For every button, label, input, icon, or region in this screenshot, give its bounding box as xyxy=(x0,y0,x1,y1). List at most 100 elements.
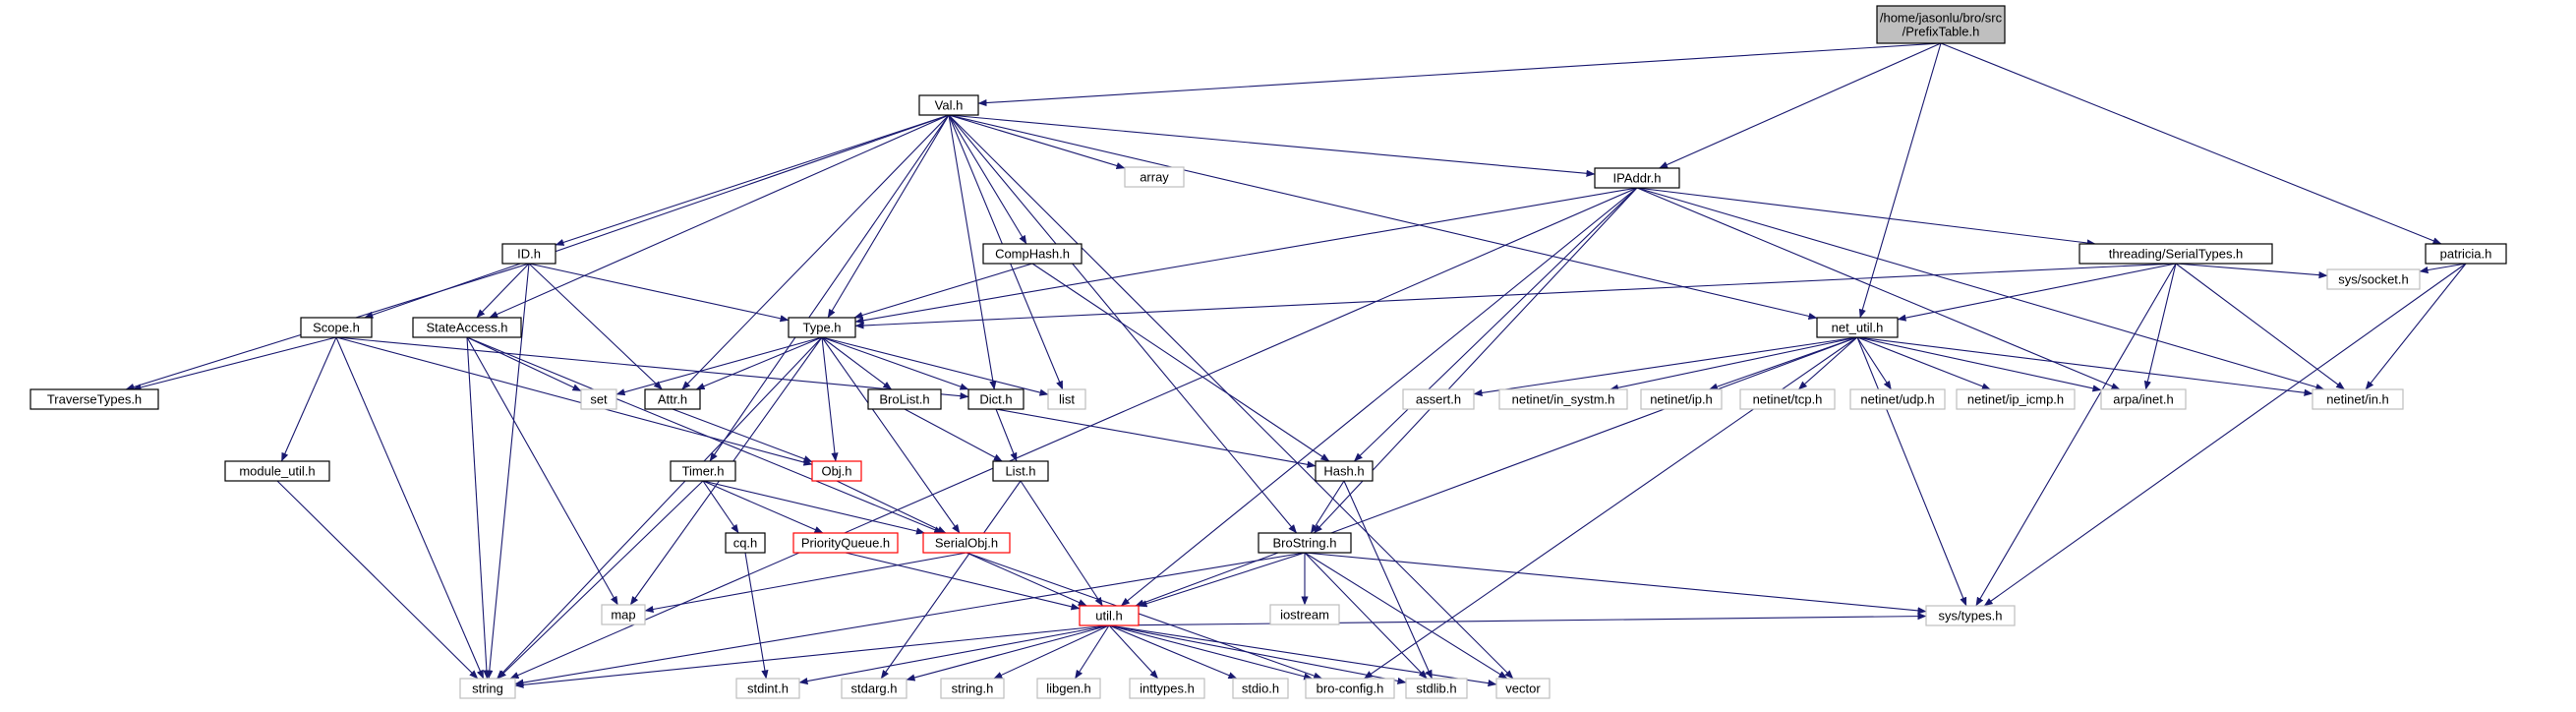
node-stringh[interactable]: string.h xyxy=(940,678,1005,699)
node-box-broconfig[interactable] xyxy=(1305,678,1395,699)
node-box-module[interactable] xyxy=(224,460,330,482)
node-box-serialtypes[interactable] xyxy=(2078,243,2273,265)
node-hash[interactable]: Hash.h xyxy=(1315,460,1374,482)
node-box-netin[interactable] xyxy=(2312,388,2404,410)
node-ip[interactable]: netinet/ip.h xyxy=(1640,388,1723,410)
node-box-in_systm[interactable] xyxy=(1498,388,1628,410)
node-box-udp[interactable] xyxy=(1849,388,1946,410)
node-brostring[interactable]: BroString.h xyxy=(1258,532,1352,554)
node-stateaccess[interactable]: StateAccess.h xyxy=(412,317,522,338)
node-box-iostream[interactable] xyxy=(1269,604,1340,625)
node-box-serialobj[interactable] xyxy=(922,532,1011,554)
node-val[interactable]: Val.h xyxy=(918,94,979,116)
node-box-prefix[interactable] xyxy=(1876,5,2006,44)
node-box-listh[interactable] xyxy=(992,460,1049,482)
node-box-map[interactable] xyxy=(601,604,646,625)
node-box-brostring[interactable] xyxy=(1258,532,1352,554)
node-iostream[interactable]: iostream xyxy=(1269,604,1340,625)
node-box-vector[interactable] xyxy=(1495,678,1551,699)
node-box-pq[interactable] xyxy=(792,532,899,554)
node-comphash[interactable]: CompHash.h xyxy=(982,243,1083,265)
node-box-assert[interactable] xyxy=(1402,388,1475,410)
node-box-scope[interactable] xyxy=(300,317,373,338)
node-box-cq[interactable] xyxy=(725,532,766,554)
node-box-libgen[interactable] xyxy=(1036,678,1101,699)
node-inttypes[interactable]: inttypes.h xyxy=(1129,678,1205,699)
node-arpa[interactable]: arpa/inet.h xyxy=(2100,388,2187,410)
node-obj[interactable]: Obj.h xyxy=(811,460,862,482)
node-box-patricia[interactable] xyxy=(2425,243,2507,265)
node-box-traverse[interactable] xyxy=(29,388,159,410)
node-box-stdio[interactable] xyxy=(1232,678,1289,699)
node-box-stdint[interactable] xyxy=(735,678,800,699)
node-prefix[interactable]: /home/jasonlu/bro/src/PrefixTable.h xyxy=(1876,5,2006,44)
node-syssocket[interactable]: sys/socket.h xyxy=(2326,268,2421,290)
node-pq[interactable]: PriorityQueue.h xyxy=(792,532,899,554)
node-box-arpa[interactable] xyxy=(2100,388,2187,410)
node-stdint[interactable]: stdint.h xyxy=(735,678,800,699)
node-timer[interactable]: Timer.h xyxy=(670,460,736,482)
node-box-syssocket[interactable] xyxy=(2326,268,2421,290)
node-box-tcp[interactable] xyxy=(1739,388,1836,410)
node-box-stdlib[interactable] xyxy=(1405,678,1468,699)
node-util[interactable]: util.h xyxy=(1079,605,1140,626)
node-in_systm[interactable]: netinet/in_systm.h xyxy=(1498,388,1628,410)
node-libgen[interactable]: libgen.h xyxy=(1036,678,1101,699)
node-patricia[interactable]: patricia.h xyxy=(2425,243,2507,265)
node-stdio[interactable]: stdio.h xyxy=(1232,678,1289,699)
node-listh[interactable]: List.h xyxy=(992,460,1049,482)
node-box-type[interactable] xyxy=(788,317,856,338)
node-attr[interactable]: Attr.h xyxy=(644,388,701,410)
node-serialobj[interactable]: SerialObj.h xyxy=(922,532,1011,554)
node-box-stringh[interactable] xyxy=(940,678,1005,699)
node-box-inttypes[interactable] xyxy=(1129,678,1205,699)
node-box-string[interactable] xyxy=(459,678,516,699)
node-module[interactable]: module_util.h xyxy=(224,460,330,482)
node-box-stdarg[interactable] xyxy=(841,678,907,699)
node-box-timer[interactable] xyxy=(670,460,736,482)
node-netutil[interactable]: net_util.h xyxy=(1816,317,1899,338)
node-netin[interactable]: netinet/in.h xyxy=(2312,388,2404,410)
node-box-list[interactable] xyxy=(1047,388,1086,410)
node-traverse[interactable]: TraverseTypes.h xyxy=(29,388,159,410)
node-udp[interactable]: netinet/udp.h xyxy=(1849,388,1946,410)
node-box-brolist[interactable] xyxy=(867,388,942,410)
node-box-util[interactable] xyxy=(1079,605,1140,626)
node-box-dict[interactable] xyxy=(967,388,1025,410)
node-tcp[interactable]: netinet/tcp.h xyxy=(1739,388,1836,410)
node-box-icmp[interactable] xyxy=(1956,388,2076,410)
node-box-comphash[interactable] xyxy=(982,243,1083,265)
node-box-ip[interactable] xyxy=(1640,388,1723,410)
node-box-obj[interactable] xyxy=(811,460,862,482)
node-cq[interactable]: cq.h xyxy=(725,532,766,554)
node-box-ipaddr[interactable] xyxy=(1594,167,1680,189)
node-box-attr[interactable] xyxy=(644,388,701,410)
node-stdlib[interactable]: stdlib.h xyxy=(1405,678,1468,699)
node-scope[interactable]: Scope.h xyxy=(300,317,373,338)
node-broconfig[interactable]: bro-config.h xyxy=(1305,678,1395,699)
node-list[interactable]: list xyxy=(1047,388,1086,410)
node-set[interactable]: set xyxy=(580,388,617,410)
node-array[interactable]: array xyxy=(1124,166,1185,188)
node-vector[interactable]: vector xyxy=(1495,678,1551,699)
node-systypes[interactable]: sys/types.h xyxy=(1925,605,2016,626)
node-assert[interactable]: assert.h xyxy=(1402,388,1475,410)
node-brolist[interactable]: BroList.h xyxy=(867,388,942,410)
node-box-set[interactable] xyxy=(580,388,617,410)
node-dict[interactable]: Dict.h xyxy=(967,388,1025,410)
node-box-netutil[interactable] xyxy=(1816,317,1899,338)
node-icmp[interactable]: netinet/ip_icmp.h xyxy=(1956,388,2076,410)
node-box-id[interactable] xyxy=(501,243,556,265)
node-ipaddr[interactable]: IPAddr.h xyxy=(1594,167,1680,189)
node-box-systypes[interactable] xyxy=(1925,605,2016,626)
node-string[interactable]: string xyxy=(459,678,516,699)
node-box-hash[interactable] xyxy=(1315,460,1374,482)
node-map[interactable]: map xyxy=(601,604,646,625)
node-box-val[interactable] xyxy=(918,94,979,116)
node-type[interactable]: Type.h xyxy=(788,317,856,338)
node-box-stateaccess[interactable] xyxy=(412,317,522,338)
node-serialtypes[interactable]: threading/SerialTypes.h xyxy=(2078,243,2273,265)
node-box-array[interactable] xyxy=(1124,166,1185,188)
node-stdarg[interactable]: stdarg.h xyxy=(841,678,907,699)
node-id[interactable]: ID.h xyxy=(501,243,556,265)
